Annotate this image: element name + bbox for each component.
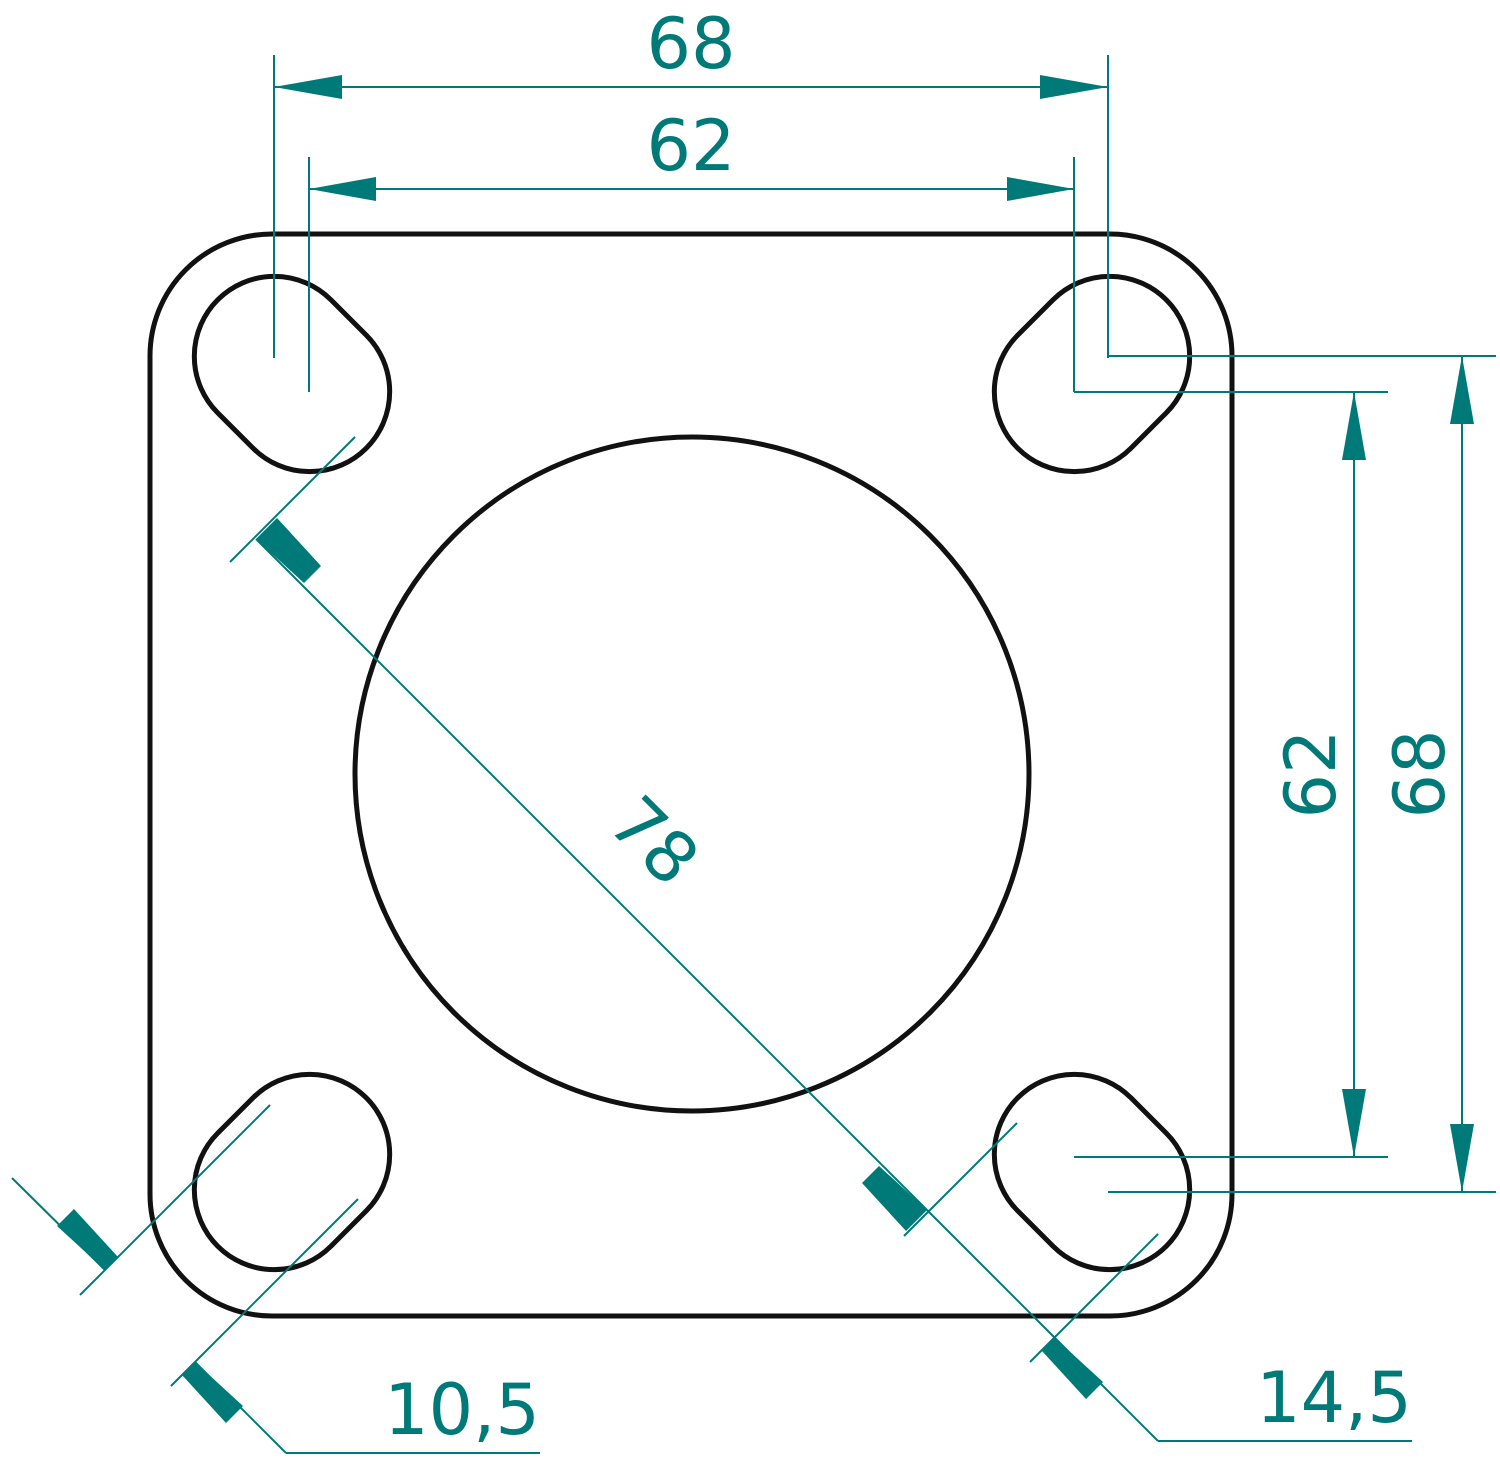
- flange-outline: [147, 231, 1235, 1319]
- dimension-top-outer: 68: [273, 3, 1109, 358]
- center-bore: [352, 434, 1032, 1114]
- dimension-top-inner: 62: [308, 105, 1075, 392]
- arrowhead: [1042, 1338, 1103, 1399]
- arrowhead: [256, 518, 321, 583]
- arrowhead: [274, 75, 342, 99]
- dimension-text-62-top: 62: [646, 105, 735, 187]
- dimension-right-inner: 62: [1074, 391, 1388, 1158]
- arrowhead: [57, 1209, 118, 1270]
- arrowhead: [1450, 1124, 1474, 1192]
- dimension-slot-length: 14,5: [926, 1209, 1412, 1442]
- arrowhead: [1342, 1089, 1366, 1157]
- slot-top-right: [991, 273, 1193, 475]
- dimension-line: [255, 538, 928, 1211]
- arrowhead: [182, 1362, 243, 1423]
- flange-part: [147, 231, 1235, 1319]
- dimension-diagonal: 78: [229, 436, 1018, 1237]
- arrowhead: [1007, 177, 1074, 201]
- dimension-text-68-top: 68: [646, 3, 735, 85]
- slot-bottom-right: [991, 1071, 1193, 1273]
- dimension-text-10-5: 10,5: [384, 1369, 540, 1451]
- dimension-text-68-right: 68: [1379, 729, 1461, 818]
- slot-top-left: [191, 273, 393, 475]
- arrowhead: [1450, 356, 1474, 424]
- arrowhead: [309, 177, 376, 201]
- dimension-text-62-right: 62: [1270, 729, 1352, 818]
- dimension-right-outer: 68: [1108, 355, 1496, 1193]
- dimension-slot-width: 10,5: [11, 1104, 540, 1454]
- slot-bottom-left: [191, 1071, 393, 1273]
- arrowhead: [862, 1166, 927, 1231]
- arrowhead: [1040, 75, 1108, 99]
- dimension-text-78: 78: [593, 781, 714, 902]
- arrowhead: [1342, 392, 1366, 460]
- dimension-text-14-5: 14,5: [1256, 1357, 1412, 1439]
